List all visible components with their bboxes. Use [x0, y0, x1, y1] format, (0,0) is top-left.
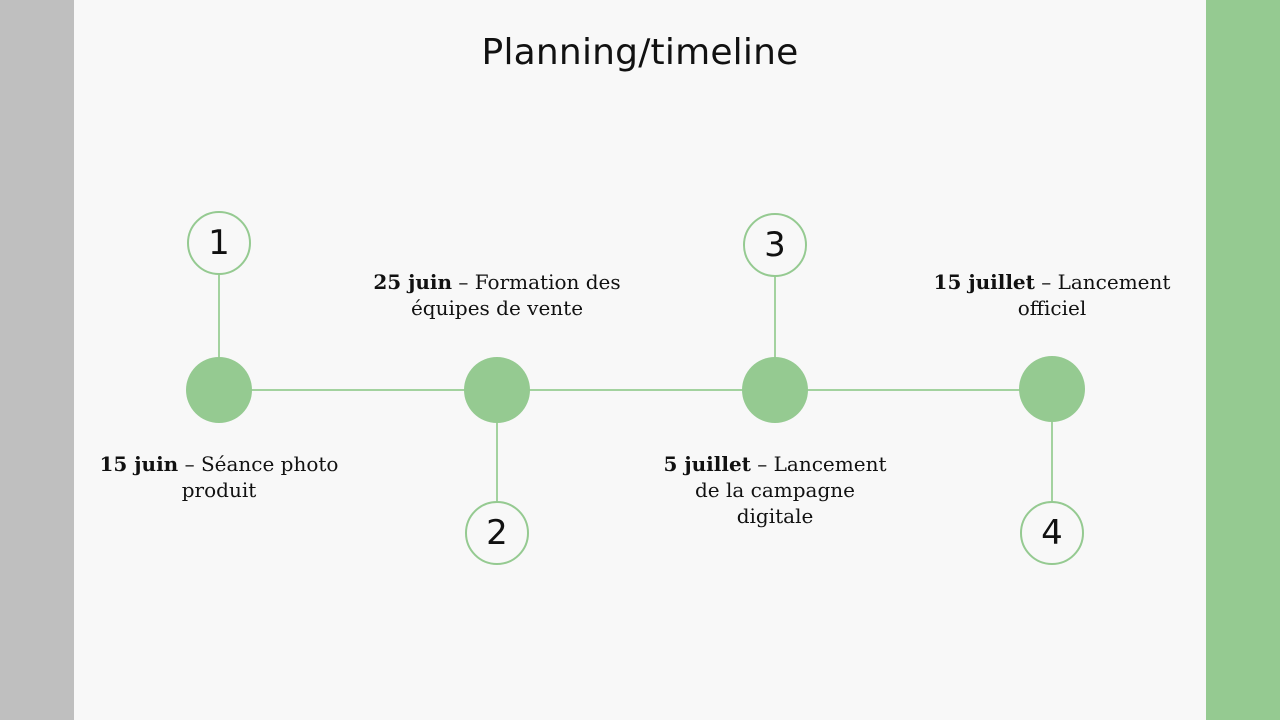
milestone-date: 15 juillet	[933, 270, 1035, 294]
milestone-text: Séance photo produit	[181, 452, 339, 502]
milestone-label-3: 5 juillet – Lancement de la campagne dig…	[655, 451, 895, 529]
milestone-text: Lancement officiel	[1017, 270, 1171, 320]
milestone-number-1: 1	[187, 211, 251, 275]
connector-3	[774, 276, 776, 358]
milestone-dot-4	[1019, 356, 1085, 422]
milestone-separator: –	[1034, 270, 1058, 294]
milestone-label-1: 15 juin – Séance photo produit	[89, 451, 349, 503]
milestone-dot-1	[186, 357, 252, 423]
milestone-date: 15 juin	[99, 452, 179, 476]
milestone-number-2: 2	[465, 501, 529, 565]
milestone-separator: –	[750, 452, 774, 476]
milestone-date: 5 juillet	[663, 452, 751, 476]
milestone-number-4: 4	[1020, 501, 1084, 565]
slide: Planning/timeline 1 2 3 4 15 juin – Séan…	[74, 0, 1206, 720]
timeline-axis	[219, 389, 1052, 391]
milestone-text: Lancement de la campagne digitale	[694, 452, 887, 528]
connector-1	[218, 274, 220, 358]
milestone-separator: –	[452, 270, 475, 294]
slide-title: Planning/timeline	[481, 32, 799, 73]
milestone-separator: –	[178, 452, 201, 476]
milestone-dot-2	[464, 357, 530, 423]
milestone-date: 25 juin	[373, 270, 453, 294]
milestone-dot-3	[742, 357, 808, 423]
connector-2	[496, 422, 498, 502]
connector-4	[1051, 421, 1053, 502]
milestone-label-4: 15 juillet – Lancement officiel	[932, 269, 1172, 321]
milestone-label-2: 25 juin – Formation des équipes de vente	[367, 269, 627, 321]
left-accent-band	[0, 0, 74, 720]
milestone-number-3: 3	[743, 213, 807, 277]
right-accent-band	[1206, 0, 1280, 720]
milestone-text: Formation des équipes de vente	[410, 270, 621, 320]
